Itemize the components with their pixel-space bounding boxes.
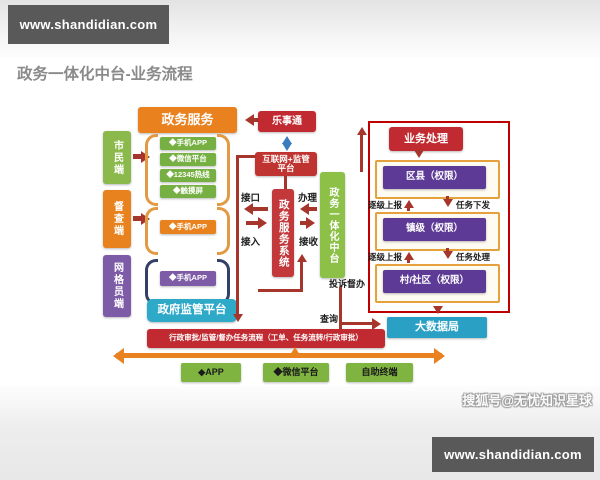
complaint-elbow-horizontal: [258, 289, 303, 292]
watermark-top-left: www.shandidian.com: [8, 5, 169, 44]
business-down-arrow: [417, 152, 420, 155]
integrated-middle-platform-box: 政务一体化中台: [320, 172, 345, 278]
citizen-bracket-left: [145, 134, 158, 206]
lexiangtong-app-box: 乐事通: [258, 111, 316, 132]
village-authority-box: 村/社区（权限）: [383, 270, 486, 293]
inspector-bracket-left: [145, 207, 158, 255]
process-flow-bar: 行政审批/监管/督办任务流程（工单、任务流转/行政审批）: [147, 329, 385, 348]
gov-service-system-box: 政务服务系统: [272, 189, 294, 277]
platform-to-panel-arrow: [360, 130, 363, 172]
internet-supervision-platform: 互联网+监管 平台: [255, 152, 317, 176]
internet-platform-line1: 互联网+监管: [262, 153, 310, 164]
terminal-wechat-box: ◆微信平台: [263, 363, 329, 382]
complaint-up-arrow: [300, 257, 303, 291]
channel-mobile-app: ◆手机APP: [160, 137, 216, 150]
sohu-watermark: 搜狐号@无忧知识星球: [462, 393, 592, 408]
citizen-terminal-box: 市民端: [103, 131, 131, 184]
platform-system-connector: [284, 176, 287, 189]
access-arrow: [246, 221, 264, 225]
watermark-bottom-right-text: www.shandidian.com: [444, 447, 582, 462]
citizen-bracket-right: [217, 134, 230, 206]
terminal-app-box: ◆APP: [181, 363, 241, 382]
query-arrow: [340, 322, 378, 325]
grid-worker-terminal-box: 网格员端: [103, 255, 131, 317]
inspector-bracket-right: [217, 207, 230, 255]
business-processing-header: 业务处理: [389, 127, 463, 151]
gov-supervision-platform: 政府监管平台: [147, 299, 237, 322]
watermark-bottom-right: www.shandidian.com: [432, 437, 594, 472]
terminal-bus-arrow: [116, 353, 442, 358]
label-task-dispatch: 任务下发: [456, 200, 491, 210]
bus-to-flow-arrow: [293, 350, 297, 355]
feed-line-stub: [236, 155, 256, 158]
interface-arrow: [247, 207, 268, 211]
label-query: 查询: [320, 314, 339, 324]
label-complaint-supervision: 投诉督办: [329, 279, 366, 289]
label-report-up-1: 逐级上报: [368, 200, 403, 210]
label-task-process: 任务处理: [456, 252, 491, 262]
handle-arrow: [303, 207, 317, 211]
page-title: 政务一体化中台-业务流程: [17, 66, 193, 83]
channel-touchscreen: ◆触摸屏: [160, 185, 216, 198]
citizen-arrow: [133, 154, 147, 159]
task-down-arrow-1: [446, 196, 449, 204]
label-handle: 办理: [298, 193, 318, 204]
report-up-arrow-2: [407, 255, 410, 263]
watermark-top-left-text: www.shandidian.com: [19, 17, 158, 32]
terminal-kiosk-box: 自助终端: [346, 363, 413, 382]
feed-line-vertical: [236, 155, 239, 319]
grid-channel-app: ◆手机APP: [160, 271, 216, 286]
internet-platform-line2: 平台: [277, 163, 295, 173]
inspector-terminal-box: 督查端: [103, 190, 131, 248]
task-down-arrow-2: [446, 248, 449, 256]
report-up-arrow-1: [407, 203, 410, 211]
panel-to-bigdata-arrow: [436, 309, 439, 311]
district-authority-box: 区县（权限）: [383, 166, 486, 189]
channel-hotline: ◆12345热线: [160, 169, 216, 182]
complaint-down-line: [339, 287, 342, 329]
label-receive: 接收: [299, 237, 319, 248]
inspector-arrow: [133, 216, 147, 221]
town-authority-box: 镇级（权限）: [383, 218, 486, 241]
label-report-up-2: 逐级上报: [368, 252, 403, 262]
receive-arrow: [300, 221, 312, 225]
lexiangtong-to-service-arrow: [248, 118, 258, 122]
channel-wechat: ◆微信平台: [160, 153, 216, 166]
inspector-channel-app: ◆手机APP: [160, 220, 216, 234]
gov-service-header: 政务服务: [138, 107, 237, 133]
lexiangtong-platform-link-arrow: [285, 139, 288, 148]
big-data-bureau-box: 大数据局: [387, 317, 487, 338]
label-interface: 接口: [241, 193, 261, 204]
label-access: 接入: [241, 237, 261, 248]
